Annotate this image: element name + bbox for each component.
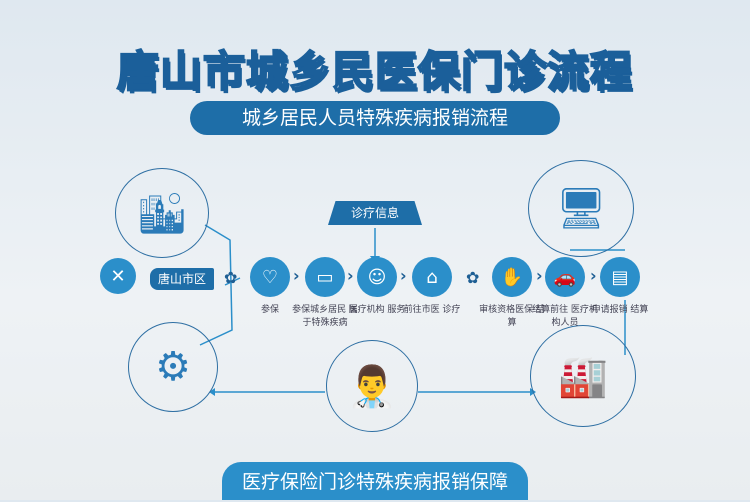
person-icon: ✕ bbox=[100, 258, 136, 294]
puzzle-icon: ✿ bbox=[224, 268, 238, 287]
hospital-icon: ⌂ bbox=[412, 257, 452, 297]
hand-icon: ✋ bbox=[492, 257, 532, 297]
city-buildings-icon: 🏙 bbox=[115, 168, 209, 258]
subtitle-banner: 城乡居民人员特殊疾病报销流程 bbox=[190, 101, 560, 135]
factory-icon: 🏭 bbox=[530, 325, 636, 427]
step-label: 审核资格医保 结算 bbox=[479, 305, 545, 328]
chevron-right-icon: › bbox=[590, 266, 597, 285]
puzzle-icon: ✿ bbox=[466, 268, 480, 287]
doctor-patient-icon: 👨‍⚕ bbox=[326, 340, 418, 432]
page-title: 唐山市城乡民医保门诊流程 bbox=[116, 46, 633, 97]
chevron-right-icon: › bbox=[400, 266, 407, 285]
bottom-banner: 医疗保险门诊特殊疾病报销保障 bbox=[222, 462, 528, 500]
chevron-right-icon: › bbox=[536, 266, 543, 285]
office-desk-icon: 🖥 bbox=[528, 160, 634, 257]
step-label: 参保城乡居民 属于特殊疾病 bbox=[292, 305, 358, 328]
top-tag: 诊疗信息 bbox=[328, 201, 422, 225]
doctor-icon: ☺ bbox=[357, 257, 397, 297]
step-label: 申请报销 结算 bbox=[591, 305, 649, 315]
chevron-right-icon: › bbox=[293, 266, 300, 285]
truck-icon: ▤ bbox=[600, 257, 640, 297]
heart-icon: ♡ bbox=[250, 257, 290, 297]
step-label: 医疗机构 服务 bbox=[348, 305, 406, 315]
step-label: 前往市医 诊疗 bbox=[403, 305, 461, 315]
step-label: 结算前往 医疗机构人员 bbox=[532, 305, 598, 328]
chevron-right-icon: › bbox=[347, 266, 354, 285]
city-tag: 唐山市区 bbox=[150, 268, 214, 290]
car-icon: 🚗 bbox=[545, 257, 585, 297]
bus-icon: ▭ bbox=[305, 257, 345, 297]
step-label: 参保 bbox=[260, 305, 279, 315]
medical-equipment-icon: ⚙ bbox=[128, 322, 218, 412]
